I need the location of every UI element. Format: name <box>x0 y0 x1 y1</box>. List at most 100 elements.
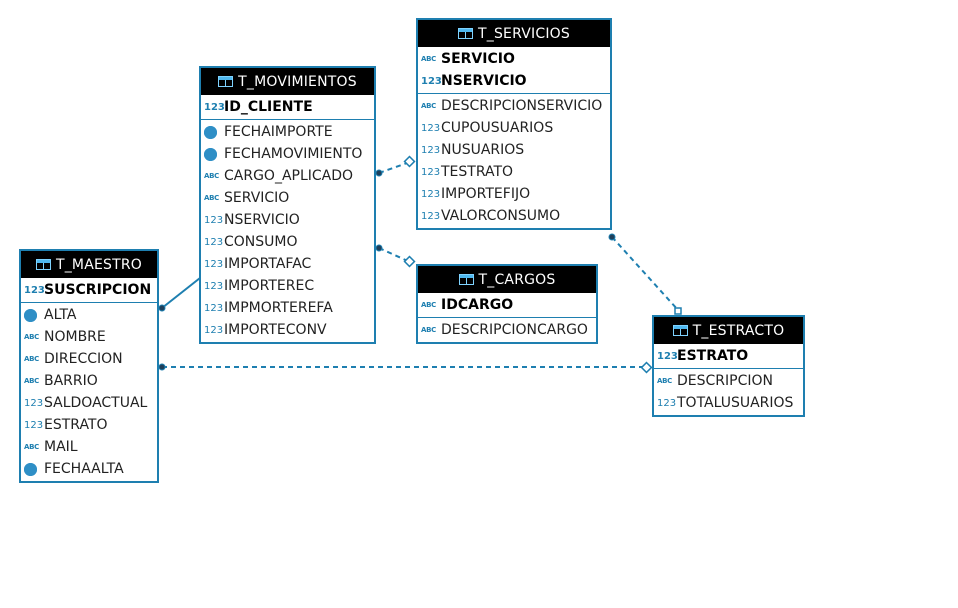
field-row[interactable]: FECHAALTA <box>21 458 157 480</box>
clock-icon <box>204 126 222 139</box>
text-type-icon: ABC <box>24 443 39 451</box>
field-row[interactable]: FECHAMOVIMIENTO <box>201 143 374 165</box>
field-name: NSERVICIO <box>441 73 527 89</box>
number-type-icon: 123 <box>204 258 224 270</box>
field-row[interactable]: FECHAIMPORTE <box>201 121 374 143</box>
field-name: NOMBRE <box>44 329 106 345</box>
entity-header[interactable]: T_CARGOS <box>418 266 596 293</box>
number-type-icon: 123 <box>24 284 45 296</box>
text-type-icon: ABC <box>657 377 672 385</box>
text-type-icon: ABC <box>421 301 436 309</box>
table-icon <box>458 274 474 285</box>
field-row[interactable]: ABC DESCRIPCION <box>654 370 803 392</box>
entity-header[interactable]: T_MAESTRO <box>21 251 157 278</box>
field-name: FECHAIMPORTE <box>224 124 333 140</box>
field-name: BARRIO <box>44 373 98 389</box>
field-name: SUSCRIPCION <box>44 282 152 298</box>
rel-movimientos-cargos[interactable] <box>378 247 411 263</box>
entity-header[interactable]: T_MOVIMIENTOS <box>201 68 374 95</box>
number-type-icon: 123 <box>421 75 442 87</box>
rel-end-square <box>674 307 682 315</box>
entity-title: T_MOVIMIENTOS <box>238 73 357 90</box>
rel-servicios-estracto[interactable] <box>611 236 679 311</box>
number-type-icon: 123 <box>24 397 44 409</box>
number-type-icon: 123 <box>204 280 224 292</box>
field-name: ESTRATO <box>677 348 749 364</box>
text-type-icon: ABC <box>204 172 219 180</box>
rel-maestro-movimientos[interactable] <box>161 277 201 309</box>
text-type-icon: ABC <box>421 102 436 110</box>
field-name: IMPORTAFAC <box>224 256 312 272</box>
field-row[interactable]: ABC BARRIO <box>21 370 157 392</box>
field-name: DESCRIPCION <box>677 373 773 389</box>
table-icon <box>35 259 51 270</box>
rel-end-dot <box>158 363 166 371</box>
entity-header[interactable]: T_SERVICIOS <box>418 20 610 47</box>
rel-end-diamond <box>640 361 653 374</box>
rel-end-dot <box>608 233 616 241</box>
rel-end-dot <box>375 244 383 252</box>
entity-header[interactable]: T_ESTRACTO <box>654 317 803 344</box>
number-type-icon: 123 <box>204 214 224 226</box>
field-name: IMPORTECONV <box>224 322 327 338</box>
rel-movimientos-servicios[interactable] <box>378 161 411 174</box>
text-type-icon: ABC <box>24 377 39 385</box>
field-name: TOTALUSUARIOS <box>677 395 794 411</box>
field-name: IMPMORTEREFA <box>224 300 333 316</box>
field-name: ESTRATO <box>44 417 108 433</box>
text-type-icon: ABC <box>421 326 436 334</box>
field-name: DIRECCION <box>44 351 123 367</box>
number-type-icon: 123 <box>204 324 224 336</box>
field-name: SERVICIO <box>224 190 290 206</box>
number-type-icon: 123 <box>421 210 441 222</box>
table-icon <box>458 28 474 39</box>
number-type-icon: 123 <box>657 350 678 362</box>
clock-icon <box>24 309 42 322</box>
field-name: CONSUMO <box>224 234 298 250</box>
number-type-icon: 123 <box>421 122 441 134</box>
number-type-icon: 123 <box>657 397 677 409</box>
rel-end-dot <box>158 304 166 312</box>
table-icon <box>672 325 688 336</box>
rel-end-dot <box>375 169 383 177</box>
field-row[interactable]: ALTA <box>21 304 157 326</box>
field-name: FECHAALTA <box>44 461 124 477</box>
number-type-icon: 123 <box>204 302 224 314</box>
